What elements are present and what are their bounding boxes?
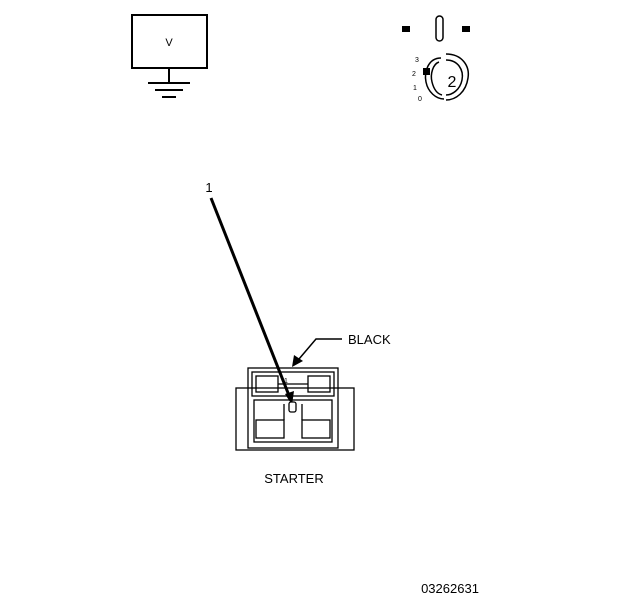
callout-1: 1	[205, 180, 212, 195]
starter-connector	[235, 367, 355, 451]
connector-name: STARTER	[264, 471, 323, 486]
color-leader: BLACK	[292, 332, 391, 367]
leader-line	[298, 338, 342, 360]
connector-terminal-number: 1	[284, 378, 288, 385]
key-position-2: 2	[412, 71, 416, 78]
leader-arrowhead-icon	[292, 355, 303, 367]
voltmeter: V	[131, 14, 208, 98]
switch-terminal-right	[462, 26, 470, 32]
ground-symbol-icon	[148, 68, 190, 98]
switch-terminal-left	[402, 26, 410, 32]
connector-top-slot-left	[255, 375, 279, 393]
connector-pocket-left	[255, 419, 285, 439]
key-position-0: 0	[418, 96, 422, 103]
connector-pocket-right	[301, 419, 331, 439]
voltmeter-box	[131, 14, 208, 69]
ignition-switch: 2 3 2 1 0	[402, 15, 470, 103]
key-position-1: 1	[413, 85, 417, 92]
callout-2: 2	[448, 74, 457, 91]
connector-top-slot-right	[307, 375, 331, 393]
probe-lead	[209, 197, 292, 399]
connector-color-label: BLACK	[348, 332, 391, 347]
figure-id: 03262631	[421, 581, 479, 596]
connector-housing	[247, 367, 339, 449]
ignition-key-icon	[424, 53, 470, 101]
key-position-3: 3	[415, 57, 419, 64]
connector-housing-outer	[235, 387, 355, 451]
connector-top-bar	[251, 371, 335, 397]
key-position-marker	[423, 68, 430, 75]
probe-line: 1	[205, 180, 294, 405]
switch-contact-bar	[435, 15, 444, 42]
voltmeter-label: V	[165, 37, 173, 49]
connector-body	[253, 399, 333, 443]
connector-terminal-cavity	[288, 401, 297, 413]
